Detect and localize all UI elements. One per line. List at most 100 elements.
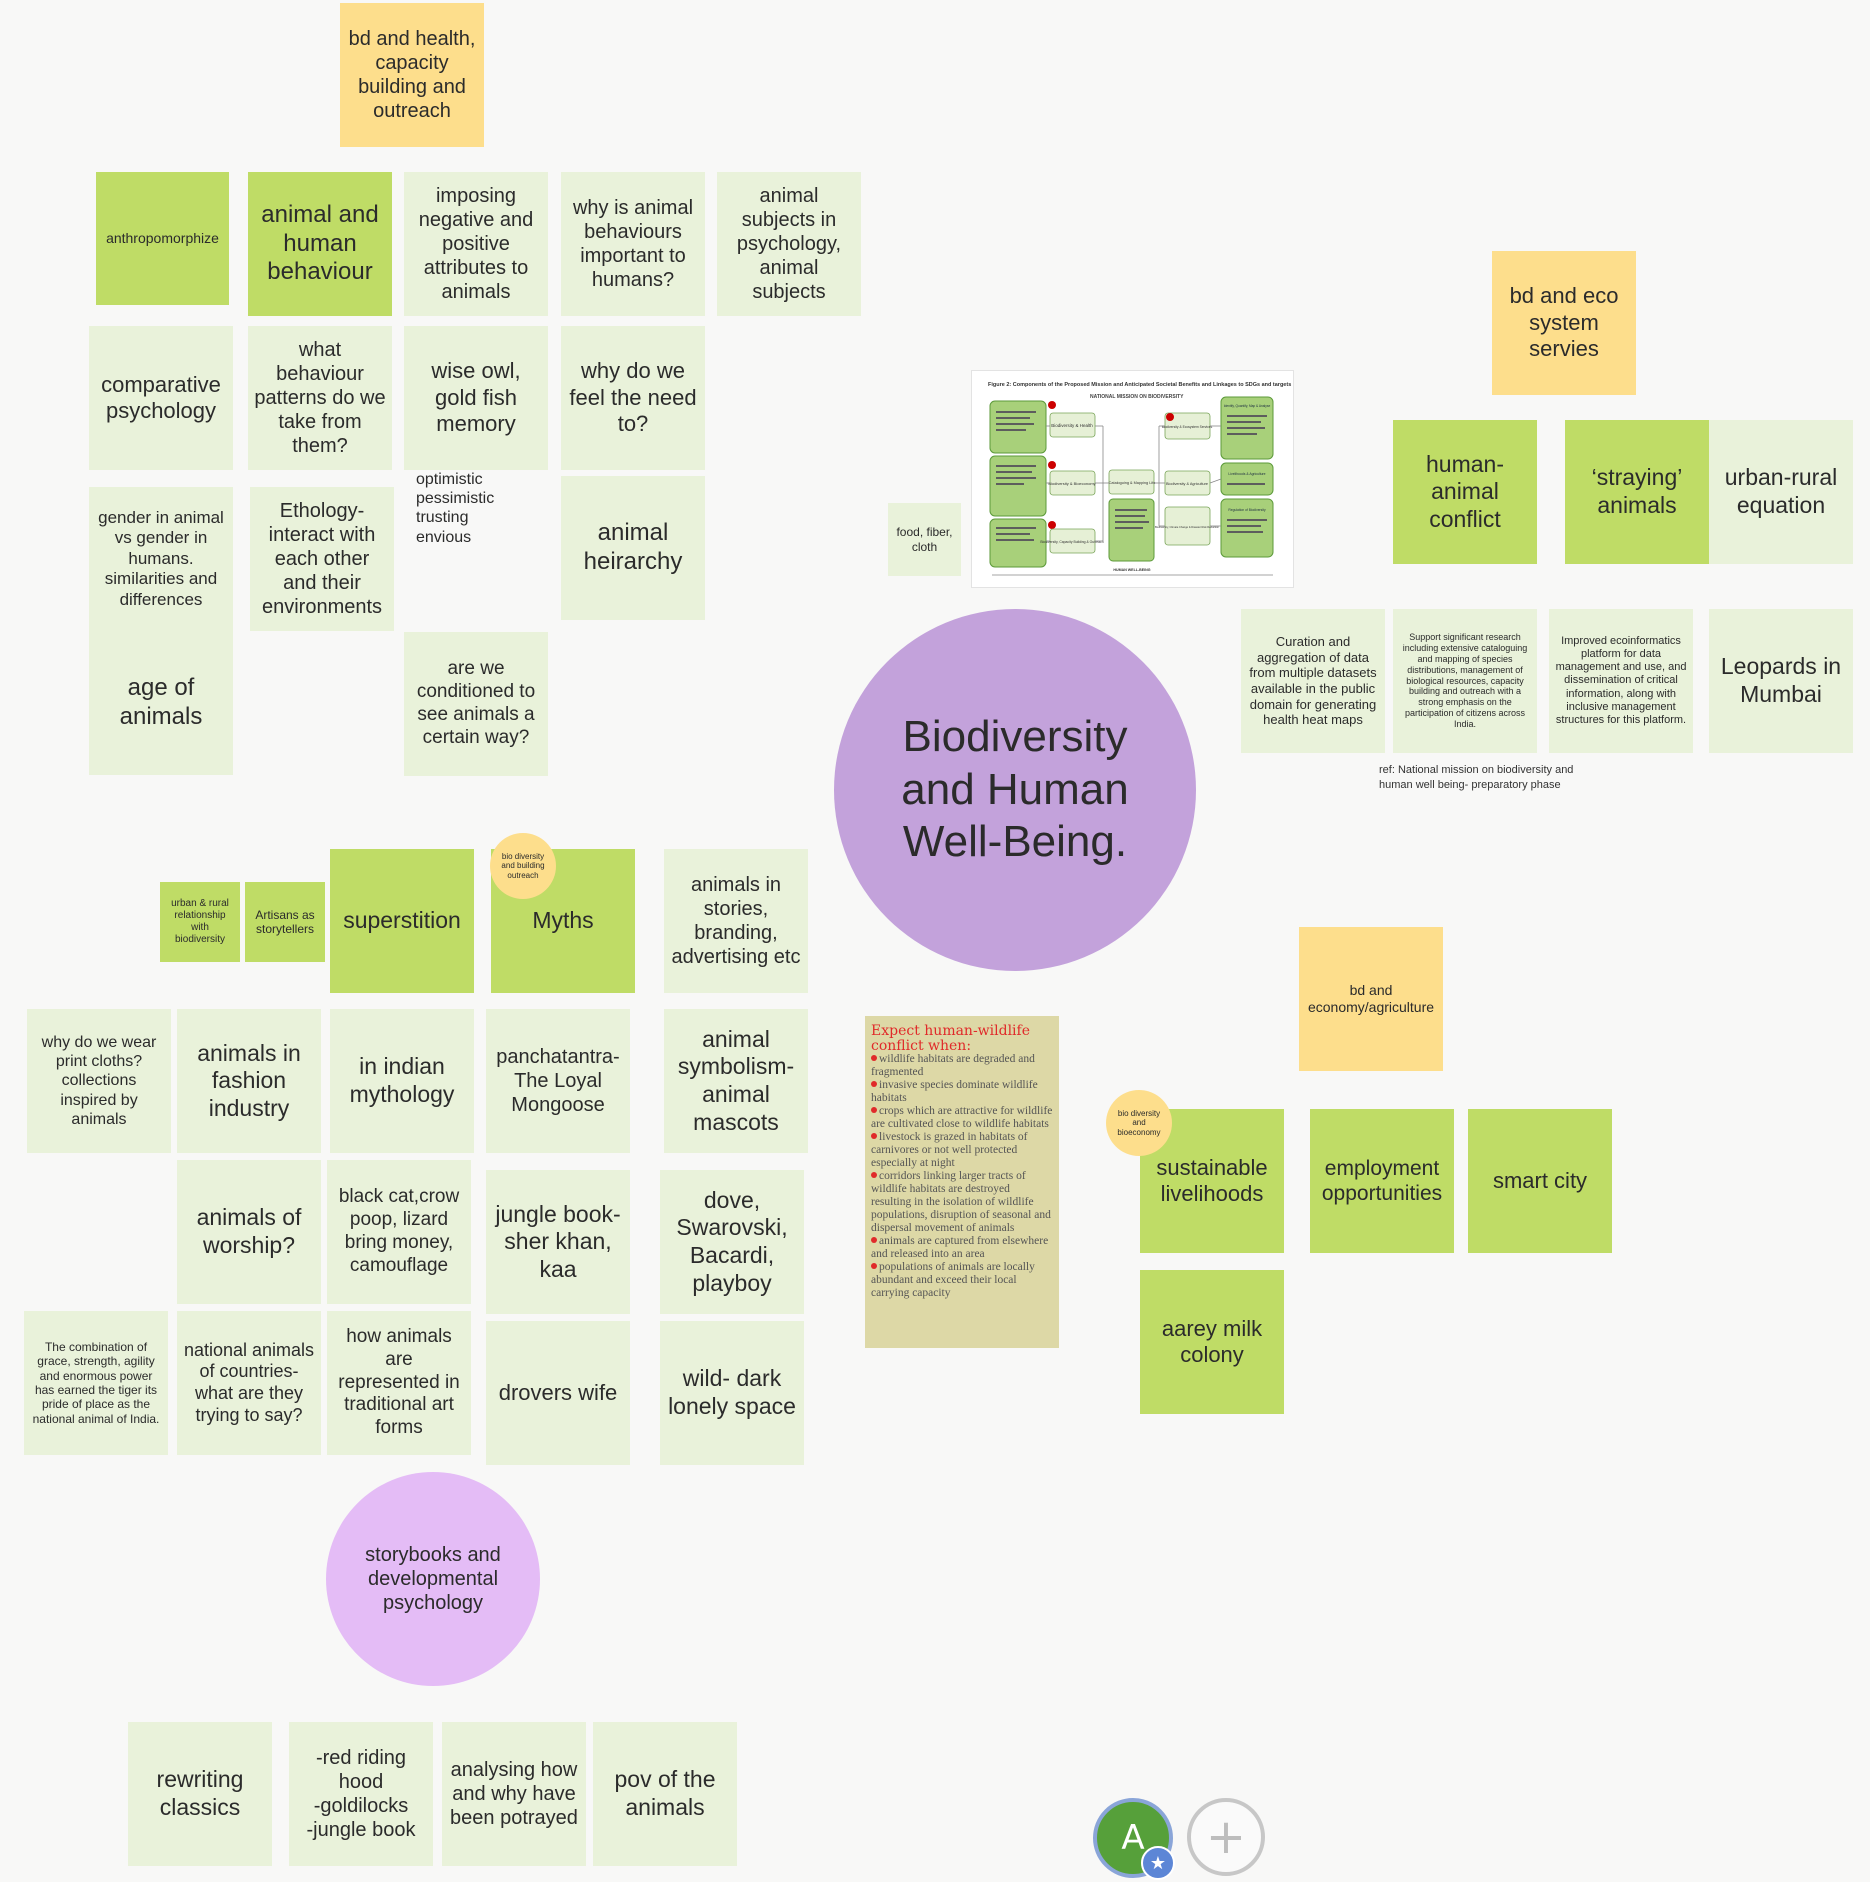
circle-text: bio diversity and bioeconomy [1117,1108,1161,1137]
diagram-center-block-1: Cataloguing & Mapping Life [1109,481,1156,485]
note-animal-subjects[interactable]: animal subjects in psychology, animal su… [717,172,861,316]
note-text: animals in fashion industry [197,1039,301,1121]
note-text: Ethology- interact with each other and t… [261,500,383,618]
note-pov-animals[interactable]: pov of the animals [593,1722,737,1866]
note-text: animals of worship? [196,1204,302,1258]
note-text: The combination of grace, strength, agil… [32,1339,160,1426]
note-text: gender in animal vs gender in humans. si… [98,508,224,609]
note-bd-ecosystem[interactable]: bd and eco system servies [1492,251,1636,395]
note-indian-mythology[interactable]: in indian mythology [330,1009,474,1153]
note-rewriting-classics[interactable]: rewriting classics [128,1722,272,1866]
note-age-of-animals[interactable]: age of animals [89,631,233,775]
note-wise-owl[interactable]: wise owl, gold fish memory [404,326,548,470]
note-feel-the-need[interactable]: why do we feel the need to? [561,326,705,470]
note-superstition[interactable]: superstition [330,849,474,993]
note-urban-rural-equation[interactable]: urban-rural equation [1709,420,1853,564]
note-bd-economy[interactable]: bd and economy/agriculture [1299,927,1443,1071]
add-collaborator-button[interactable]: + [1187,1798,1265,1876]
note-text: ‘straying’ animals [1591,464,1683,518]
note-human-animal-conflict[interactable]: human- animal conflict [1393,420,1537,564]
conflict-card-title: Expect human-wildlife conflict when: [871,1023,1031,1054]
note-black-cat[interactable]: black cat,crow poop, lizard bring money,… [327,1160,471,1304]
note-jungle-book[interactable]: jungle book-sher khan, kaa [486,1170,630,1314]
note-gender-in-animal[interactable]: gender in animal vs gender in humans. si… [89,487,233,631]
note-text: human- animal conflict [1426,450,1504,532]
note-text: imposing negative and positive attribute… [418,185,534,303]
note-artisans[interactable]: Artisans as storytellers [245,882,325,962]
note-bd-health[interactable]: bd and health, capacity building and out… [340,3,484,147]
note-text: why do we feel the need to? [569,358,697,437]
bullet-icon [871,1133,877,1140]
note-red-riding-hood[interactable]: -red riding hood -goldilocks -jungle boo… [289,1722,433,1866]
note-comparative-psychology[interactable]: comparative psychology [89,326,233,470]
note-animals-in-stories[interactable]: animals in stories, branding, advertisin… [664,849,808,993]
circle-storybooks[interactable]: storybooks and developmental psychology [326,1472,540,1686]
note-sustainable-livelihoods[interactable]: sustainable livelihoods [1140,1109,1284,1253]
note-text: why do we wear print cloths? collections… [41,1034,157,1128]
note-text: employment opportunities [1321,1156,1443,1205]
note-myths[interactable]: Myths [491,849,635,993]
note-text: wild- dark lonely space [668,1365,796,1419]
note-why-animal-behaviours[interactable]: why is animal behaviours important to hu… [561,172,705,316]
circle-main-topic[interactable]: Biodiversity and Human Well-Being. [834,609,1196,971]
note-wild-dark[interactable]: wild- dark lonely space [660,1321,804,1465]
note-employment[interactable]: employment opportunities [1310,1109,1454,1253]
circle-text: storybooks and developmental psychology [365,1544,501,1614]
note-text: age of animals [119,674,203,730]
note-text: are we conditioned to see animals a cert… [416,658,536,748]
note-drovers-wife[interactable]: drovers wife [486,1321,630,1465]
note-tiger[interactable]: The combination of grace, strength, agil… [24,1311,168,1455]
note-optimistic[interactable]: optimistic pessimistic trusting envious [410,464,550,564]
note-panchatantra[interactable]: panchatantra- The Loyal Mongoose [486,1009,630,1153]
note-national-animals[interactable]: national animals of countries- what are … [177,1311,321,1455]
note-animal-symbolism[interactable]: animal symbolism- animal mascots [664,1009,808,1153]
national-mission-diagram[interactable]: Figure 2: Components of the Proposed Mis… [971,370,1294,588]
note-animal-heirarchy[interactable]: animal heirarchy [561,476,705,620]
note-urban-rural-relationship[interactable]: urban & rural relationship with biodiver… [160,882,240,962]
conflict-item-text: animals are captured from elsewhere and … [871,1235,1049,1261]
conflict-item: livestock is grazed in habitats of carni… [871,1131,1053,1170]
note-smart-city[interactable]: smart city [1468,1109,1612,1253]
note-behaviour-patterns[interactable]: what behaviour patterns do we take from … [248,326,392,470]
note-text: aarey milk colony [1161,1315,1263,1367]
user-avatar[interactable]: A ★ [1093,1798,1175,1880]
note-text: -red riding hood -goldilocks -jungle boo… [306,1747,416,1841]
note-aarey-milk[interactable]: aarey milk colony [1140,1270,1284,1414]
note-imposing-attributes[interactable]: imposing negative and positive attribute… [404,172,548,316]
note-curation[interactable]: Curation and aggregation of data from mu… [1241,609,1385,753]
note-fashion-industry[interactable]: animals in fashion industry [177,1009,321,1153]
note-animal-human-behaviour[interactable]: animal and human behaviour [248,172,392,316]
diagram-center-block-2: Biodiversity & Agriculture [1166,482,1208,486]
note-text: what behaviour patterns do we take from … [254,339,386,457]
note-anthropomorphize[interactable]: anthropomorphize [96,172,229,305]
diagram-right-block-4: Regulation of Biodiversity [1228,508,1266,512]
note-text: smart city [1492,1167,1588,1193]
note-traditional-art[interactable]: how animals are represented in tradition… [327,1311,471,1455]
note-text: superstition [343,907,461,934]
note-print-cloths[interactable]: why do we wear print cloths? collections… [27,1009,171,1153]
note-text: dove, Swarovski, Bacardi, playboy [676,1186,788,1296]
conflict-item: populations of animals are locally abund… [871,1261,1053,1300]
note-text: Myths [532,907,594,934]
note-animals-of-worship[interactable]: animals of worship? [177,1160,321,1304]
circle-tag-bioeconomy[interactable]: bio diversity and bioeconomy [1106,1090,1172,1156]
diagram-left-block-2: Biodiversity & Bioeconomy [1048,481,1095,486]
note-straying-animals[interactable]: ‘straying’ animals [1565,420,1709,564]
plus-icon: + [1205,1809,1247,1865]
note-conditioned[interactable]: are we conditioned to see animals a cert… [404,632,548,776]
note-ecoinformatics[interactable]: Improved ecoinformatics platform for dat… [1549,609,1693,753]
note-dove-swarovski[interactable]: dove, Swarovski, Bacardi, playboy [660,1170,804,1314]
note-analysing[interactable]: analysing how and why have been potrayed [442,1722,586,1866]
note-text: jungle book-sher khan, kaa [495,1200,621,1282]
note-leopards-mumbai[interactable]: Leopards in Mumbai [1709,609,1853,753]
note-food-fiber[interactable]: food, fiber, cloth [888,503,961,576]
note-text: Curation and aggregation of data from mu… [1249,634,1377,728]
circle-tag-bd-outreach[interactable]: bio diversity and building outreach [490,833,556,899]
human-wildlife-conflict-card[interactable]: Expect human-wildlife conflict when: wil… [865,1016,1059,1348]
note-ethology[interactable]: Ethology- interact with each other and t… [250,487,394,631]
conflict-item-text: corridors linking larger tracts of wildl… [871,1170,1051,1235]
star-badge-icon: ★ [1141,1846,1175,1880]
note-support-research[interactable]: Support significant research including e… [1393,609,1537,753]
diagram-footer: HUMAN WELL-BEING [1113,568,1150,572]
